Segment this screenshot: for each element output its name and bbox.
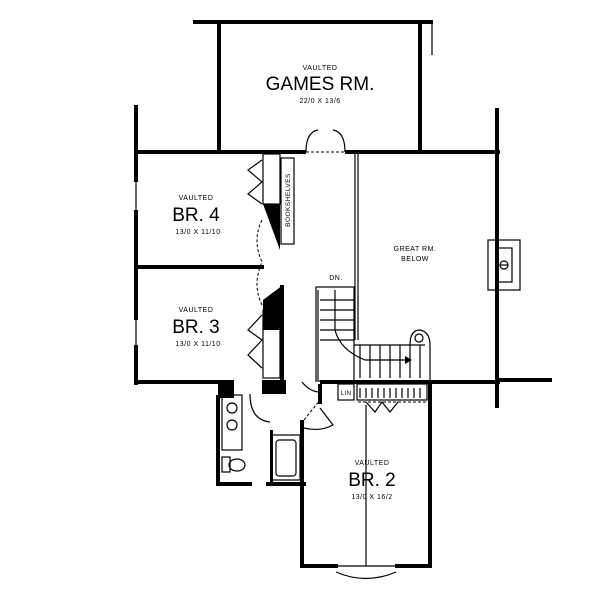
great-room-name: GREAT RM. — [394, 246, 437, 253]
br3-size: 13/0 X 11/10 — [175, 341, 220, 348]
games-room-size: 22/0 X 13/6 — [299, 98, 340, 105]
stairs-down-label: DN. — [329, 275, 343, 282]
br4-name: BR. 4 — [172, 205, 220, 226]
linen-label: LIN — [341, 391, 352, 397]
br4-note: VAULTED — [179, 195, 214, 202]
upper-floor-walls — [134, 105, 521, 408]
br3-name: BR. 3 — [172, 317, 220, 338]
br2-size: 13/0 X 16/2 — [351, 494, 392, 501]
bathroom — [216, 381, 321, 486]
br2-walls — [300, 378, 552, 580]
games-room-walls — [193, 20, 433, 152]
br2-note: VAULTED — [355, 460, 390, 467]
br2-name: BR. 2 — [348, 470, 396, 491]
great-room-note: BELOW — [401, 256, 429, 263]
stairs — [315, 286, 431, 382]
games-room-note: VAULTED — [303, 65, 338, 72]
br3-note: VAULTED — [179, 307, 214, 314]
bookshelves-label: BOOKSHELVES — [285, 173, 292, 227]
br4-size: 13/0 X 11/10 — [175, 229, 220, 236]
games-room-name: GAMES RM. — [266, 74, 375, 95]
